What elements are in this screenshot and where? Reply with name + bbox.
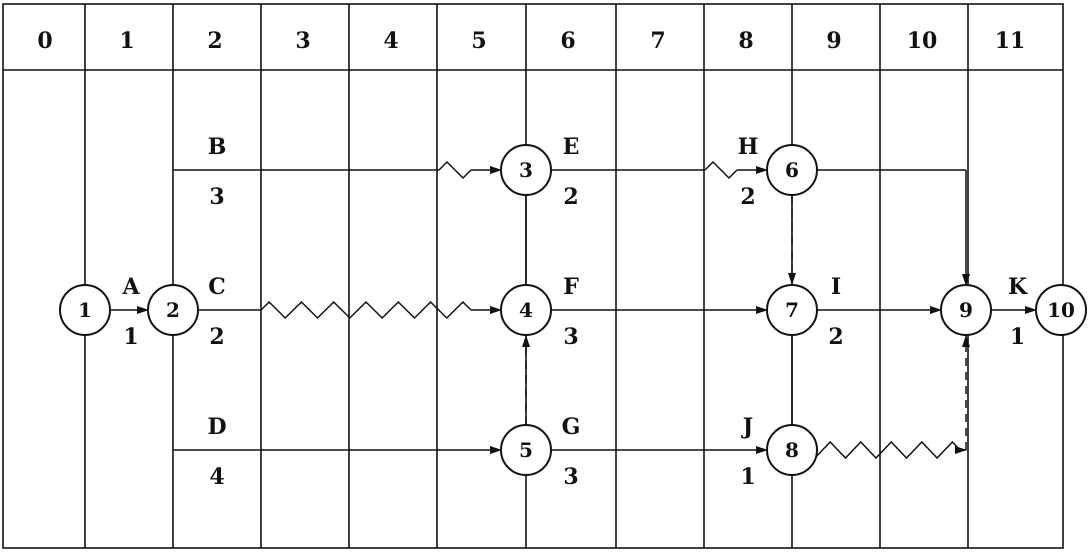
node-number: 2 [166, 298, 180, 322]
activity-name-B: B [208, 134, 227, 160]
free-float-wave [260, 300, 472, 320]
activity-name-J: J [741, 414, 753, 440]
free-float-wave [791, 440, 961, 460]
event-node-10: 10 [1035, 284, 1087, 336]
activity-name-F: F [563, 274, 579, 300]
free-float-wave [438, 160, 472, 180]
node-circle [766, 284, 818, 336]
activity-J [791, 440, 967, 460]
node-circle [766, 424, 818, 476]
node-circle [147, 284, 199, 336]
time-unit-7: 7 [650, 28, 665, 54]
event-node-3: 3 [500, 144, 552, 196]
activity-E [551, 160, 768, 180]
activity-name-C: C [208, 274, 226, 300]
event-node-7: 7 [766, 284, 818, 336]
node-number: 3 [519, 158, 533, 182]
node-number: 10 [1047, 298, 1075, 322]
time-unit-6: 6 [560, 28, 575, 54]
time-unit-3: 3 [295, 28, 310, 54]
time-unit-9: 9 [826, 28, 841, 54]
activity-duration-A: 1 [123, 324, 138, 350]
time-unit-8: 8 [738, 28, 753, 54]
activity-name-D: D [207, 414, 226, 440]
time-unit-5: 5 [471, 28, 486, 54]
node-number: 4 [519, 298, 533, 322]
activity-name-K: K [1008, 274, 1028, 300]
free-float-wave [704, 160, 738, 180]
node-circle [59, 284, 111, 336]
activity-name-I: I [831, 274, 841, 300]
activity-B [173, 160, 502, 180]
node-number: 5 [519, 438, 533, 462]
time-unit-4: 4 [383, 28, 398, 54]
event-node-2: 2 [147, 284, 199, 336]
activity-name-H: H [738, 134, 759, 160]
activity-name-A: A [121, 274, 140, 300]
diagram-frame [2, 3, 1064, 549]
event-node-8: 8 [766, 424, 818, 476]
time-unit-0: 0 [37, 28, 52, 54]
node-number: 1 [78, 298, 92, 322]
activity-duration-I: 2 [828, 324, 843, 350]
node-circle [500, 424, 552, 476]
time-unit-2: 2 [207, 28, 222, 54]
event-node-4: 4 [500, 284, 552, 336]
node-circle [1035, 284, 1087, 336]
activity-duration-D: 4 [209, 464, 224, 490]
activity-name-G: G [562, 414, 581, 440]
activity-duration-B: 3 [209, 184, 224, 210]
node-number: 8 [785, 438, 799, 462]
activity-duration-K: 1 [1010, 324, 1025, 350]
node-number: 9 [959, 298, 973, 322]
event-nodes: 1 2 3 4 5 6 7 8 9 10 [59, 144, 1087, 476]
activity-duration-H: 2 [740, 184, 755, 210]
activity-duration-J: 1 [740, 464, 755, 490]
event-node-5: 5 [500, 424, 552, 476]
node-connector-lines [525, 195, 793, 425]
activity-arrows [110, 160, 1037, 460]
event-node-1: 1 [59, 284, 111, 336]
node-circle [766, 144, 818, 196]
time-unit-1: 1 [119, 28, 134, 54]
activity-C [198, 300, 502, 320]
activity-duration-E: 2 [563, 184, 578, 210]
dummy-activity-arrows [522, 195, 970, 450]
node-circle [500, 284, 552, 336]
node-circle [500, 144, 552, 196]
node-number: 7 [785, 298, 799, 322]
time-unit-11: 11 [995, 28, 1026, 54]
time-scale-header: 0 1 2 3 4 5 6 7 8 9 10 11 [37, 28, 1025, 54]
activity-duration-F: 3 [563, 324, 578, 350]
activity-duration-C: 2 [209, 324, 224, 350]
event-node-6: 6 [766, 144, 818, 196]
time-unit-10: 10 [907, 28, 938, 54]
activity-H [817, 169, 970, 286]
node-number: 6 [785, 158, 799, 182]
activity-name-E: E [563, 134, 580, 160]
activity-duration-G: 3 [563, 464, 578, 490]
event-node-9: 9 [940, 284, 992, 336]
node-circle [940, 284, 992, 336]
